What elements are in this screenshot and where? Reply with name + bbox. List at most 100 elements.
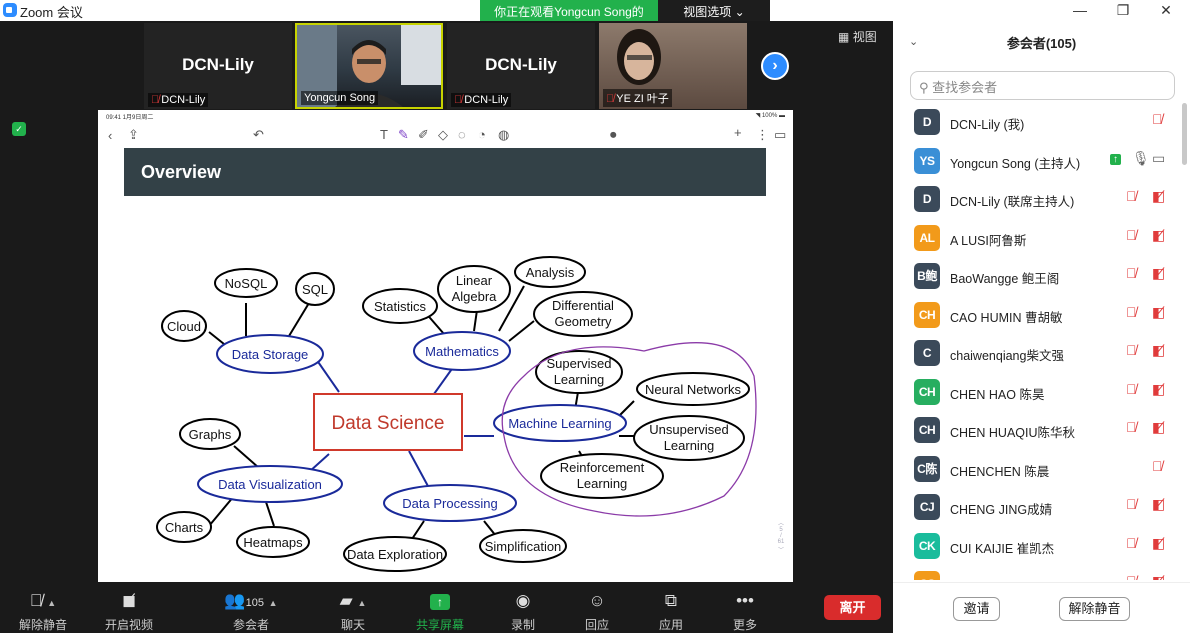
video-thumb-2-active-speaker[interactable]: Yongcun Song <box>295 23 443 109</box>
leave-button[interactable]: 离开 <box>824 595 881 620</box>
lasso-icon[interactable]: ◌ <box>458 127 466 142</box>
mic-muted-icon[interactable]: 🎙̸ <box>1152 111 1163 127</box>
close-icon[interactable]: ✕ <box>1160 2 1172 18</box>
slide-title: Overview <box>141 162 222 182</box>
camera-off-icon[interactable]: ◧̸ <box>1152 226 1166 243</box>
mic-muted-icon[interactable]: 🎙̸ <box>1126 188 1137 204</box>
camera-off-icon[interactable]: ◧̸ <box>1152 265 1166 281</box>
shape-icon[interactable]: ◔ <box>478 127 486 142</box>
camera-off-icon[interactable]: ◧̸ <box>1152 534 1166 551</box>
share-icon[interactable]: ⇪ <box>128 127 139 142</box>
camera-off-icon[interactable]: ◧̸ <box>1152 380 1166 397</box>
mic-muted-icon[interactable]: 🎙̸ <box>1126 265 1137 281</box>
text-tool-icon[interactable]: T <box>380 127 388 142</box>
participants-button[interactable]: 👥105 ▲ 参会者 <box>216 590 286 633</box>
chat-button[interactable]: ▰ ▲ 聊天 <box>318 590 388 633</box>
back-chevron-icon[interactable]: ‹ <box>108 128 113 143</box>
minimize-icon[interactable]: — <box>1073 2 1087 18</box>
mindmap-leaf: Simplification <box>485 539 562 554</box>
thumb-display-name: DCN-Lily <box>485 55 557 74</box>
record-icon: ◉ <box>515 591 531 610</box>
share-screen-button[interactable]: ↑ 共享屏幕 <box>405 590 475 633</box>
camera-off-icon[interactable]: ◧̸ <box>1152 303 1166 320</box>
camera-on-icon[interactable]: ▭ <box>1152 149 1166 166</box>
start-video-button[interactable]: ◼̸ 开启视频 <box>94 590 164 633</box>
add-page-icon[interactable]: + <box>734 125 742 140</box>
thumb-name-label: Yongcun Song <box>301 91 379 105</box>
eraser-icon[interactable]: ◇ <box>438 127 448 142</box>
caret-up-icon: ▲ <box>268 598 278 608</box>
page-up-icon: ︿ <box>777 521 784 527</box>
pages-icon[interactable]: ▭ <box>774 127 787 142</box>
mic-muted-icon: 🎙̸ <box>454 94 463 106</box>
mindmap-node: Data Visualization <box>218 477 322 492</box>
scrollbar[interactable] <box>1182 103 1187 165</box>
mic-muted-icon[interactable]: 🎙̸ <box>1126 534 1137 551</box>
undo-icon[interactable]: ↶ <box>253 127 264 142</box>
camera-off-icon[interactable]: ◧̸ <box>1152 419 1166 435</box>
mindmap-node: Data Storage <box>232 347 309 362</box>
unmute-me-button[interactable]: 解除静音 <box>1059 597 1130 621</box>
restore-icon[interactable]: ❐ <box>1116 2 1130 18</box>
participants-icon: 👥105 ▲ <box>224 591 278 610</box>
mic-muted-icon[interactable]: 🎙̸ <box>1126 380 1137 397</box>
view-options-button[interactable]: 视图选项 ⌄ <box>658 0 770 21</box>
camera-off-icon[interactable]: ◧̸ <box>1152 496 1166 512</box>
participant-row[interactable]: CH CHEN HUAQIU陈华秋 🎙̸ ◧̸ <box>893 411 1179 449</box>
mic-muted-icon[interactable]: 🎙̸ <box>1126 303 1137 320</box>
mic-muted-icon[interactable]: 🎙̸ <box>1126 496 1137 512</box>
avatar: AL <box>914 224 940 251</box>
participant-row[interactable]: CSCUI SHUYA 崔淑雅🎙̸◧̸ <box>893 565 1179 580</box>
zoom-logo-icon <box>3 3 17 17</box>
participant-name: CHEN HAO 陈昊 <box>950 387 1045 402</box>
microphone-icon[interactable]: ⏺ <box>610 127 617 142</box>
highlighter-icon[interactable]: ✐ <box>418 127 429 142</box>
notes-toolbar: ‹ ⇪ ↶ T ✎ ✐ ◇ ◌ ◔ ◍ ⏺ + ⋮ ▭ <box>98 124 793 148</box>
reactions-button[interactable]: ☺ 回应 <box>562 590 632 633</box>
mic-muted-icon[interactable]: 🎙̸ <box>1152 457 1163 474</box>
mic-muted-icon[interactable]: 🎙̸ <box>1126 419 1137 435</box>
pen-tool-icon[interactable]: ✎ <box>398 127 409 142</box>
camera-off-icon[interactable]: ◧̸ <box>1152 342 1166 358</box>
apps-button[interactable]: ⧉ 应用 <box>636 590 706 633</box>
unmute-button[interactable]: 🎙̸ ▲ 解除静音 <box>8 590 78 633</box>
sticker-icon[interactable]: ◍ <box>498 127 510 142</box>
invite-button[interactable]: 邀请 <box>953 597 1000 621</box>
participant-name: CHEN HUAQIU陈华秋 <box>950 426 1076 440</box>
person-video-image <box>617 29 661 85</box>
mic-on-icon[interactable]: 🎙 <box>1132 149 1150 166</box>
video-thumb-3[interactable]: DCN-Lily 🎙̸DCN-Lily <box>447 23 595 109</box>
mic-muted-icon[interactable]: 🎙̸ <box>1126 342 1137 358</box>
security-shield-icon[interactable]: ✓ <box>12 122 26 136</box>
video-thumb-4[interactable]: 🎙̸YE ZI 叶子 <box>599 23 747 109</box>
mic-muted-icon[interactable]: 🎙̸ <box>1126 573 1137 580</box>
more-button[interactable]: ••• 更多 <box>710 590 780 633</box>
collapse-chevron-icon[interactable]: ⌄ <box>909 36 919 48</box>
view-toggle[interactable]: ▦ 视图 <box>838 30 877 44</box>
video-thumb-1[interactable]: DCN-Lily 🎙̸DCN-Lily <box>144 23 292 109</box>
participant-search-input[interactable]: ⚲ 查找参会者 <box>910 71 1175 100</box>
share-banner: 你正在观看Yongcun Song的屏幕 视图选项 ⌄ <box>480 0 770 36</box>
record-button[interactable]: ◉ 录制 <box>488 590 558 633</box>
camera-off-icon[interactable]: ◧̸ <box>1152 188 1166 204</box>
camera-off-icon[interactable]: ◧̸ <box>1152 573 1165 580</box>
avatar: CS <box>914 571 940 580</box>
participant-name: BaoWangge 鲍王阁 <box>950 272 1060 286</box>
mic-muted-icon[interactable]: 🎙̸ <box>1126 226 1137 243</box>
next-page-chevron-icon[interactable]: › <box>761 52 789 80</box>
more-options-icon[interactable]: ⋮ <box>756 127 769 142</box>
avatar: CH <box>914 417 940 443</box>
shared-screen: 09:41 1月9日周二 ◥ 100% ▬ ‹ ⇪ ↶ T ✎ ✐ ◇ ◌ ◔ … <box>98 110 793 582</box>
